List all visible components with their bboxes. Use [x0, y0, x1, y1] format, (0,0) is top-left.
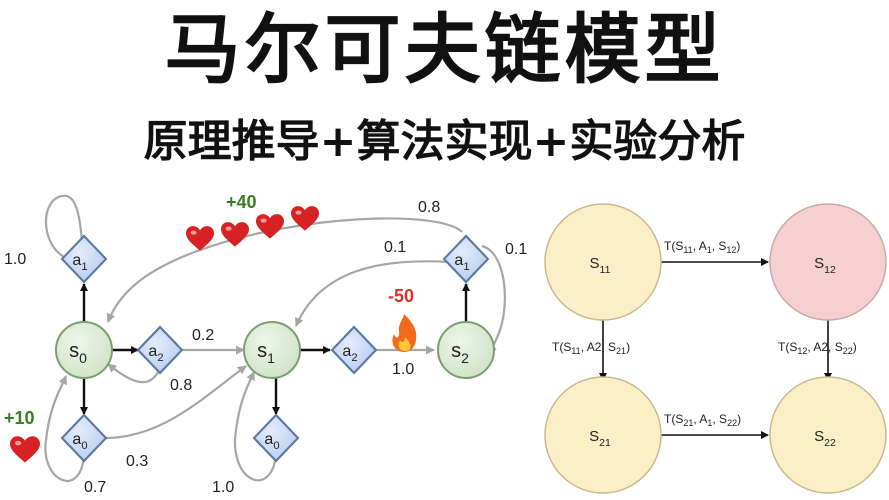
reward-plus-40: +40 — [226, 192, 257, 212]
mdp-node-s21: S21 — [544, 376, 662, 494]
edge-s0-a0-to-s0 — [44, 375, 86, 482]
state-node-s2: s2 — [437, 321, 495, 379]
heart-icon — [221, 222, 249, 247]
prob-s2-a1-to-s0: 0.8 — [418, 199, 440, 216]
action-node-s1-a2: a2 — [330, 325, 378, 375]
action-node-s2-a1: a1 — [442, 234, 490, 284]
edge-s2-a1-to-s0 — [106, 217, 463, 323]
transition-label-right: T(S12, A2, S22) — [778, 340, 857, 356]
action-node-s0-a0: a0 — [60, 413, 108, 463]
svg-text:a1: a1 — [454, 252, 469, 273]
state-node-s1: s1 — [243, 321, 301, 379]
state-node-s0: s0 — [55, 321, 113, 379]
prob-s0-a0-to-s0: 0.7 — [84, 479, 106, 496]
prob-s0-a0-to-s1: 0.3 — [126, 453, 148, 470]
page-subtitle: 原理推导+算法实现+实验分析 — [143, 116, 746, 167]
hearts-group-top — [186, 206, 319, 251]
svg-text:a0: a0 — [264, 431, 279, 452]
heart-icon — [10, 436, 40, 463]
probability-arrows — [44, 194, 506, 482]
edge-s2-a1-to-s1 — [294, 260, 451, 327]
svg-text:S21: S21 — [589, 428, 611, 449]
action-node-s1-a0: a0 — [252, 413, 300, 463]
page-title: 马尔可夫链模型 — [164, 5, 725, 94]
edge-s0-a0-to-s1 — [99, 365, 247, 440]
prob-s1-a0-loop: 1.0 — [212, 479, 234, 496]
svg-text:a2: a2 — [148, 343, 163, 364]
transition-label-left: T(S11, A2, S21) — [552, 340, 630, 356]
mdp-node-s22: S22 — [769, 376, 887, 494]
heart-icon — [256, 214, 284, 239]
svg-text:a2: a2 — [342, 343, 357, 364]
transition-arrows — [599, 258, 832, 439]
reward-minus-50: -50 — [388, 286, 414, 306]
action-node-s0-a2: a2 — [136, 325, 184, 375]
svg-text:s2: s2 — [451, 340, 469, 366]
svg-text:S11: S11 — [590, 255, 611, 276]
svg-text:S12: S12 — [814, 255, 836, 276]
svg-text:S22: S22 — [814, 428, 836, 449]
edge-s0-a2-to-s0 — [107, 363, 162, 384]
prob-s2-a1-to-s1: 0.1 — [384, 239, 406, 256]
prob-s1-a2-to-s2: 1.0 — [392, 361, 414, 378]
reward-plus-10: +10 — [4, 408, 35, 428]
prob-s0-a1-loop: 1.0 — [4, 251, 26, 268]
svg-text:a0: a0 — [72, 431, 87, 452]
fire-icon — [392, 314, 417, 352]
edge-s1-a0-loop — [233, 371, 278, 482]
svg-text:s0: s0 — [69, 340, 87, 366]
svg-text:a1: a1 — [72, 252, 87, 273]
prob-s0-a2-to-s1: 0.2 — [192, 327, 214, 344]
transition-label-top: T(S11, A1, S12) — [664, 239, 740, 255]
action-node-s0-a1: a1 — [60, 234, 108, 284]
transition-label-bottom: T(S21, A1, S22) — [664, 412, 741, 428]
probability-labels: 1.0 0.2 0.8 0.3 0.7 1.0 1.0 0.8 0.1 0.1 — [4, 199, 527, 496]
prob-s0-a2-to-s0: 0.8 — [170, 377, 192, 394]
prob-s2-a1-loop: 0.1 — [505, 241, 527, 258]
mdp-node-s11: S11 — [544, 203, 662, 321]
mdp-node-s12: S12 — [769, 203, 887, 321]
svg-text:s1: s1 — [257, 340, 275, 366]
